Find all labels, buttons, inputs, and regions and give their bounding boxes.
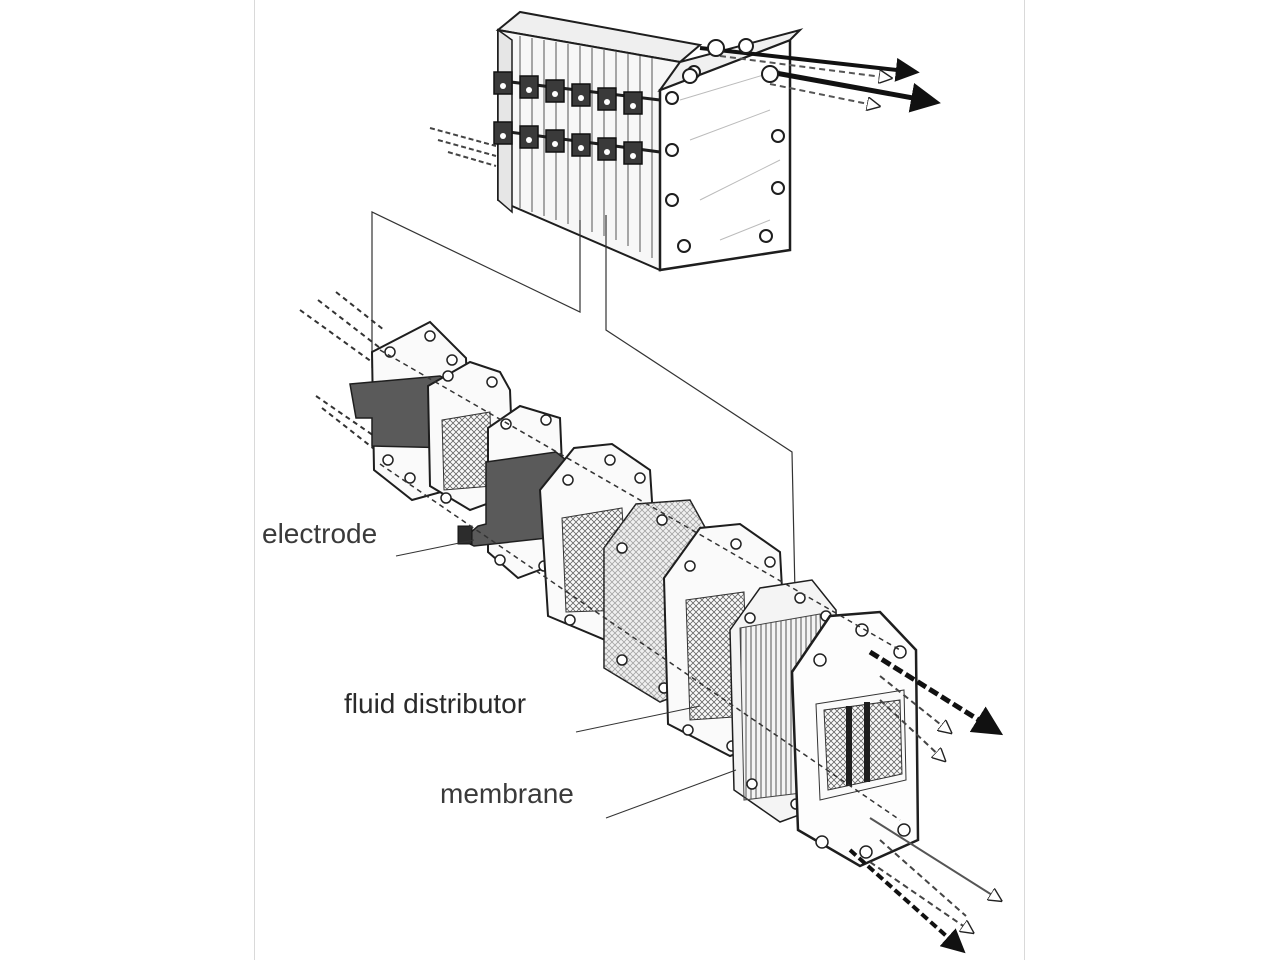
assembled-flow-arrows: [429, 38, 941, 167]
detail-leader-lines: [371, 211, 797, 641]
label-fluid-distributor: fluid distributor: [344, 688, 527, 719]
frame-edge-right: [1024, 0, 1025, 960]
label-electrode: electrode: [262, 518, 378, 549]
frame-edge-left: [254, 0, 255, 960]
assembled-stack: [429, 10, 941, 272]
exploded-stack: [299, 291, 1000, 954]
electrode-2: [460, 451, 567, 547]
outlet-flow-arrows: [848, 649, 1000, 954]
terminal-block: [493, 71, 661, 165]
label-membrane: membrane: [440, 778, 574, 809]
label-leaders: [395, 539, 737, 819]
end-plate-right: [790, 610, 920, 868]
